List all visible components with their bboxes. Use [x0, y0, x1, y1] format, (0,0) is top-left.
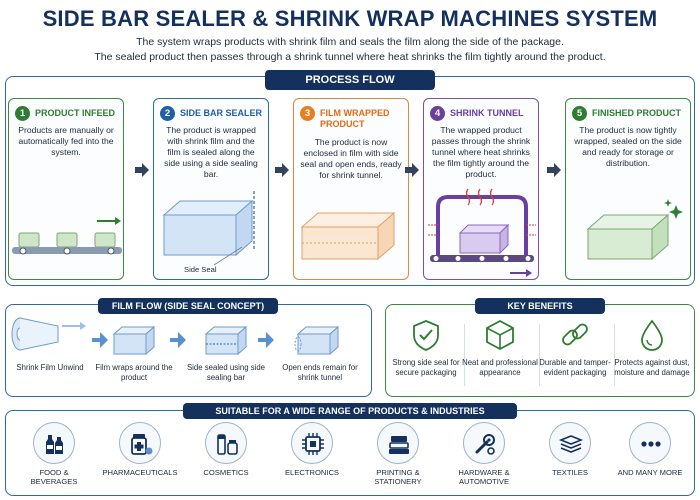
industry-item: AND MANY MORE: [612, 422, 688, 494]
step-description: The product is now enclosed in film with…: [300, 137, 402, 180]
industry-label: COSMETICS: [203, 468, 249, 477]
industry-item: FOOD & BEVERAGES: [16, 422, 92, 494]
industry-item: ELECTRONICS: [274, 422, 350, 494]
step-product-infeed: 1 PRODUCT INFEED Products are manually o…: [8, 98, 124, 280]
industry-item: PRINTING & STATIONERY: [360, 422, 436, 494]
step-number: 4: [430, 106, 445, 121]
step-description: The product is wrapped with shrink film …: [164, 125, 258, 179]
step-description: The wrapped product passes through the s…: [431, 125, 531, 179]
industry-label: HARDWARE & AUTOMOTIVE: [458, 468, 510, 486]
benefit-text: Durable and tamper-evident packaging: [539, 358, 611, 377]
step-finished-product: 5 FINISHED PRODUCT The product is now ti…: [565, 98, 691, 280]
film-flow-illustration: [11, 317, 340, 356]
arrow-right-icon: [275, 163, 289, 177]
shrink-tunnel-illustration: [428, 188, 536, 277]
benefit-item: Neat and professional appearance: [462, 318, 538, 394]
subtitle-line-1: The system wraps products with shrink fi…: [136, 36, 564, 48]
benefit-item: Protects against dust, moisture and dama…: [614, 318, 690, 394]
step-description: Products are manually or automatically f…: [18, 125, 114, 157]
industry-item: HARDWARE & AUTOMOTIVE: [446, 422, 522, 494]
film-stage-label: Film wraps around the product: [95, 363, 173, 382]
cosmetics-icon: [217, 434, 238, 455]
step-title: SIDE BAR SEALER: [180, 108, 263, 118]
arrow-right-icon: [405, 163, 419, 177]
benefit-item: Strong side seal for secure packaging: [388, 318, 464, 394]
film-stage-label: Shrink Film Unwind: [16, 363, 84, 372]
conveyor-illustration: [12, 217, 122, 255]
industry-label: FOOD & BEVERAGES: [30, 468, 78, 486]
industry-label: TEXTILES: [552, 468, 588, 477]
step-title: SHRINK TUNNEL: [450, 108, 524, 118]
page-title: SIDE BAR SEALER & SHRINK WRAP MACHINES S…: [42, 6, 658, 31]
benefit-item: Durable and tamper-evident packaging: [537, 318, 613, 394]
film-stage-label: Side sealed using side sealing bar: [186, 363, 266, 382]
subtitle-line-2: The sealed product then passes through a…: [94, 51, 606, 63]
industry-item: PHARMACEUTICALS: [102, 422, 178, 494]
industry-item: COSMETICS: [188, 422, 264, 494]
medicine-icon: [131, 434, 153, 455]
step-shrink-tunnel: 4 SHRINK TUNNEL The wrapped product pass…: [423, 98, 539, 280]
industry-label: ELECTRONICS: [284, 468, 339, 477]
chip-icon: [302, 433, 324, 455]
wrapped-product-illustration: [300, 211, 396, 261]
step-side-bar-sealer: 2 SIDE BAR SEALER The product is wrapped…: [153, 98, 269, 280]
arrow-right-icon: [135, 163, 149, 177]
finished-product-illustration: [586, 199, 683, 261]
water-drop-icon: [641, 319, 663, 351]
benefit-text: Protects against dust, moisture and dama…: [614, 358, 690, 377]
industry-label: PHARMACEUTICALS: [102, 468, 178, 477]
industries-label: SUITABLE FOR A WIDE RANGE OF PRODUCTS & …: [183, 403, 517, 419]
benefit-text: Neat and professional appearance: [462, 358, 538, 377]
step-title: FILM WRAPPED PRODUCT: [320, 108, 390, 129]
arrow-right-icon: [547, 163, 561, 177]
step-title: PRODUCT INFEED: [35, 108, 116, 118]
step-number: 1: [15, 106, 30, 121]
divider: [539, 324, 540, 386]
step-title: FINISHED PRODUCT: [592, 108, 682, 118]
chain-link-icon: [562, 323, 588, 346]
side-sealer-illustration: [162, 191, 255, 266]
bottles-icon: [46, 435, 63, 454]
process-flow-label: PROCESS FLOW: [265, 70, 435, 90]
step-description: The product is now tightly wrapped, seal…: [574, 125, 682, 168]
film-flow-label: FILM FLOW (SIDE SEAL CONCEPT): [98, 298, 278, 314]
shield-check-icon: [413, 320, 439, 351]
step-number: 2: [160, 106, 175, 121]
books-icon: [389, 436, 409, 454]
tools-icon: [475, 434, 495, 455]
cube-icon: [486, 319, 514, 351]
step-film-wrapped-product: 3 FILM WRAPPED PRODUCT The product is no…: [293, 98, 409, 280]
divider: [614, 324, 615, 386]
more-icon: [641, 441, 661, 447]
benefit-text: Strong side seal for secure packaging: [392, 358, 460, 377]
step-number: 5: [572, 106, 587, 121]
industry-item: TEXTILES: [532, 422, 608, 494]
film-stage-label: Open ends remain for shrink tunnel: [282, 363, 358, 382]
industry-label: PRINTING & STATIONERY: [374, 468, 422, 486]
divider: [464, 324, 465, 386]
industry-label: AND MANY MORE: [617, 468, 683, 477]
side-seal-callout: Side Seal: [184, 265, 217, 274]
key-benefits-label: KEY BENEFITS: [475, 298, 605, 314]
step-number: 3: [300, 106, 315, 121]
fabric-icon: [558, 435, 584, 453]
